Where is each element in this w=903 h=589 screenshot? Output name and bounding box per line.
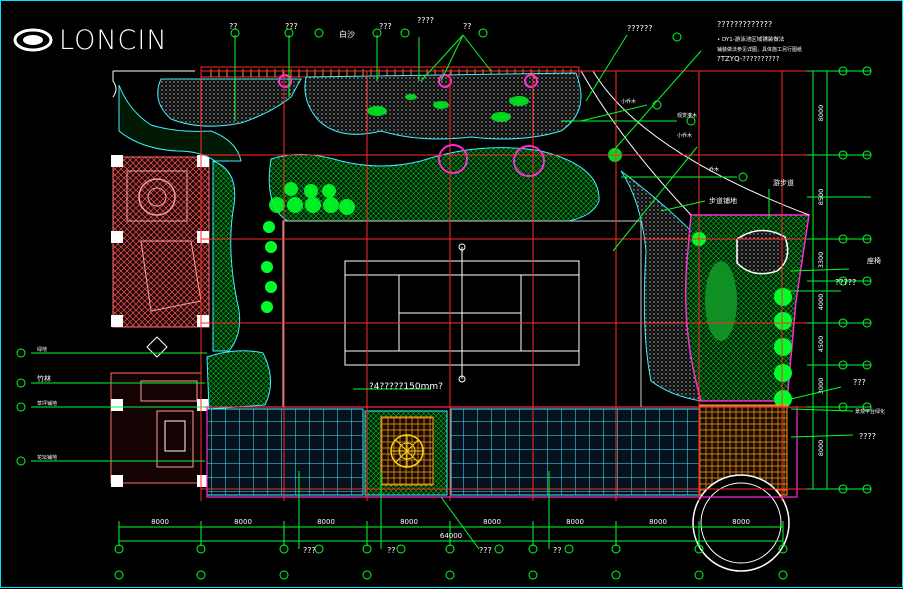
label-bottom-q3: ??? <box>479 546 492 555</box>
label-left-2: 竹林 <box>37 374 51 383</box>
label-header-line2: 铺装做法参见详图，具体施工另行图纸 <box>717 46 802 53</box>
loncin-logo-icon <box>13 28 53 52</box>
left-trees <box>261 221 277 313</box>
label-small-3: 小乔木 <box>677 132 692 139</box>
label-walkway: 步道铺地 <box>709 196 737 205</box>
right-garden <box>620 170 702 402</box>
right-dimension-chain <box>807 66 872 494</box>
tile-paving-left <box>206 408 364 496</box>
upper-lawn <box>268 147 600 224</box>
dim-bottom-5: 8000 <box>483 518 501 526</box>
dim-bottom-4: 8000 <box>400 518 418 526</box>
label-center-note: ?4?????150mm? <box>369 382 443 392</box>
label-top-sand: 白沙 <box>339 29 355 39</box>
label-right-q2: ??? <box>853 378 866 387</box>
label-top-q5: ?? <box>463 22 472 31</box>
leader-bubbles <box>16 28 748 554</box>
round-platform-inner <box>700 482 782 564</box>
dim-right-5: 4500 <box>817 336 825 353</box>
dim-right-3: 3300 <box>817 252 825 269</box>
label-header-line3: ?TZYQ-?????????? <box>717 55 780 63</box>
label-right-q1: ????? <box>835 278 856 287</box>
curved-path-outer <box>592 70 810 216</box>
label-header-line1: • DY1-游泳池区域铺装做法 <box>717 35 785 43</box>
dim-bottom-1: 8000 <box>151 518 169 526</box>
dim-bottom-7: 8000 <box>649 518 667 526</box>
label-top-right: ?????? <box>627 24 652 33</box>
lower-left-garden <box>206 350 271 410</box>
fountain-plaza <box>364 410 448 496</box>
label-plank-road: 游步道 <box>773 178 794 187</box>
dim-total: 64000 <box>440 532 462 540</box>
label-bottom-q2: ?? <box>387 546 396 555</box>
label-top-q1: ?? <box>229 22 238 31</box>
dim-right-1: 8000 <box>817 105 825 122</box>
bottom-axis-bubbles <box>114 544 788 580</box>
label-header-title: ????????????? <box>717 20 772 29</box>
round-platform <box>692 474 790 572</box>
annotation-labels: ?? ??? 白沙 ??? ???? ?? ?????? ???????????… <box>37 16 885 555</box>
dim-bottom-2: 8000 <box>234 518 252 526</box>
dim-right-7: 8000 <box>817 440 825 457</box>
bottom-dimension-chain <box>118 521 784 546</box>
left-planting-strip <box>212 160 241 352</box>
tile-paving-right <box>450 408 700 496</box>
label-left-3: 草坪铺地 <box>37 400 57 407</box>
bottom-dimension-labels: 8000 8000 8000 8000 8000 8000 8000 8000 … <box>151 518 750 540</box>
pond <box>736 229 789 275</box>
dim-right-4: 4000 <box>817 294 825 311</box>
label-right-q3: ???? <box>859 432 876 441</box>
grid-lines <box>200 70 841 501</box>
curved-path <box>580 70 692 216</box>
right-dimension-labels: 8000 8500 3300 4000 4500 3000 8000 <box>817 105 825 457</box>
label-bench: 座椅 <box>867 256 881 265</box>
shrub-cluster <box>269 182 355 215</box>
label-small-2: 观赏灌木 <box>677 112 697 119</box>
loncin-logo: LONCIN <box>13 23 168 57</box>
tree-markers <box>278 74 545 177</box>
round-shrubs <box>367 94 622 162</box>
clubhouse-plan <box>110 70 210 487</box>
dim-right-2: 8500 <box>817 189 825 206</box>
leader-lines <box>31 34 854 550</box>
label-right-mid: 景观平台绿化 <box>855 408 885 415</box>
dim-bottom-3: 8000 <box>317 518 335 526</box>
label-top-q3: ??? <box>379 22 392 31</box>
tennis-court <box>282 220 642 408</box>
label-top-q4: ???? <box>417 16 434 25</box>
label-left-1: 绿地 <box>37 346 47 353</box>
label-bottom-q1: ??? <box>303 546 316 555</box>
label-small-4: 乔木 <box>709 166 719 173</box>
label-small-1: 小乔木 <box>621 98 636 105</box>
loncin-logo-text: LONCIN <box>59 24 168 56</box>
dim-bottom-8: 8000 <box>732 518 750 526</box>
label-top-q2: ??? <box>285 22 298 31</box>
dim-bottom-6: 8000 <box>566 518 584 526</box>
label-bottom-q4: ?? <box>553 546 562 555</box>
left-hedge <box>118 84 242 162</box>
gravel-bed-left <box>157 78 302 127</box>
label-left-4: 花坛铺地 <box>37 454 57 461</box>
dim-right-6: 3000 <box>817 378 825 395</box>
